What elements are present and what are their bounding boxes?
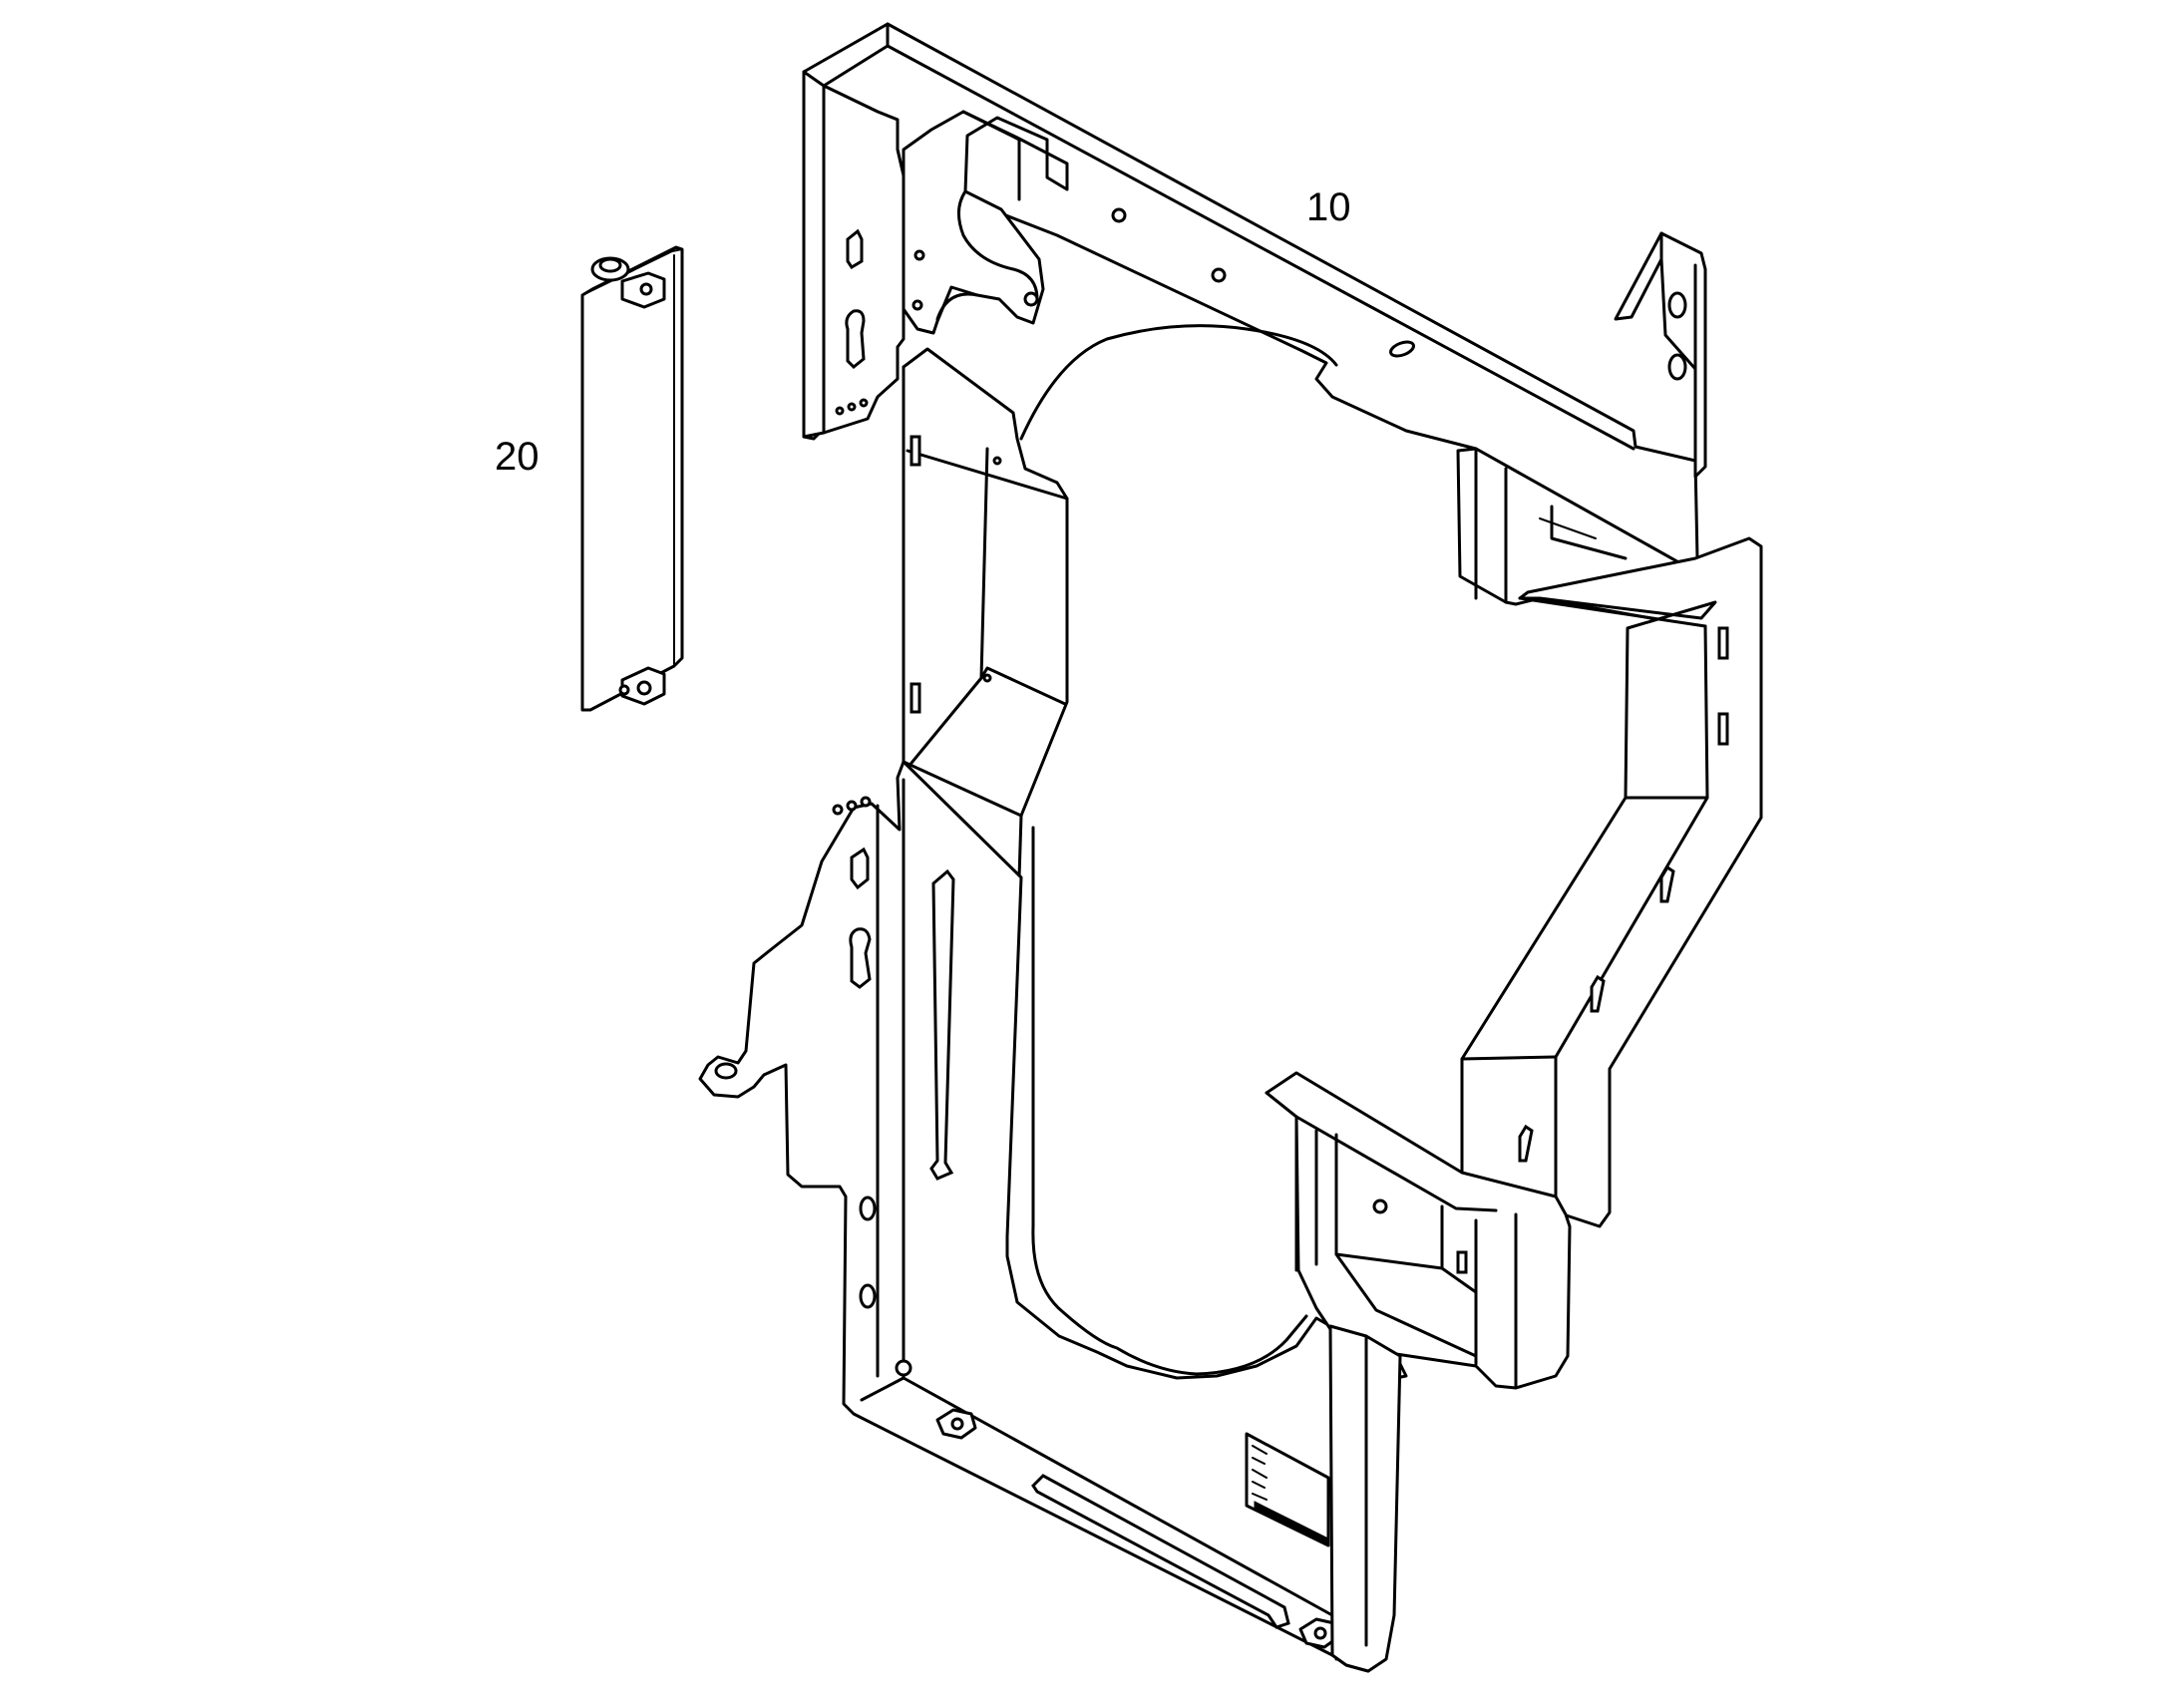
part-10-bracket-frame bbox=[698, 22, 1763, 1673]
part-20-cover-plate bbox=[580, 245, 684, 712]
bottom-clip-icon bbox=[618, 666, 666, 706]
top-clip-icon bbox=[590, 256, 666, 309]
hex-nut-icon bbox=[935, 1408, 977, 1440]
callout-part-20: 20 bbox=[495, 435, 540, 479]
keyhole-slot-icon bbox=[835, 228, 869, 416]
callout-part-10: 10 bbox=[1306, 185, 1351, 229]
keyhole-slot-icon bbox=[714, 796, 912, 1377]
nameplate-label bbox=[1245, 1432, 1330, 1547]
